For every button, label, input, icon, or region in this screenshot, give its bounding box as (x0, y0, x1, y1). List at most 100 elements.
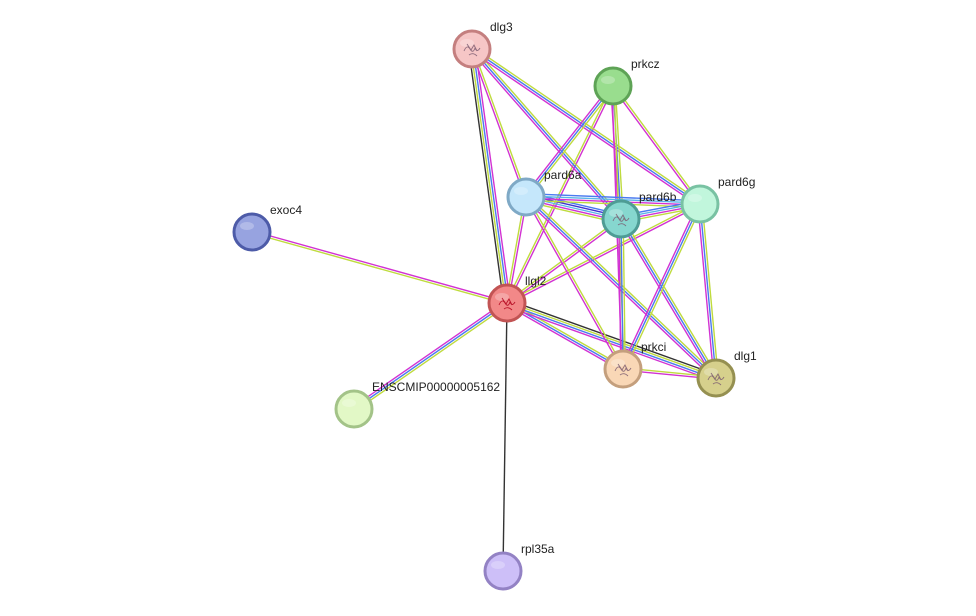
node-prkcz[interactable]: prkcz (593, 57, 660, 106)
protein-structure-icon (707, 372, 725, 386)
edge-evidence-line (472, 48, 509, 303)
node-circle[interactable] (506, 177, 546, 217)
edge-evidence-line (502, 302, 508, 572)
edge-evidence-line (613, 84, 702, 204)
edge-evidence-line (620, 202, 699, 369)
edge-evidence-line (620, 218, 624, 370)
edge-pard6b-dlg1[interactable] (618, 217, 719, 380)
node-highlight (601, 76, 615, 84)
node-highlight (609, 209, 623, 217)
edge-evidence-line (618, 219, 622, 370)
edge-evidence-line (507, 299, 718, 376)
edge-evidence-line (524, 197, 623, 370)
edge-evidence-line (251, 232, 507, 305)
node-pard6g[interactable]: pard6g (680, 175, 755, 224)
edge-evidence-line (469, 49, 620, 221)
node-label: prkcz (631, 57, 660, 71)
node-highlight (495, 293, 509, 301)
edge-evidence-line (470, 49, 526, 198)
edge-prkcz-pard6g[interactable] (611, 84, 702, 206)
edge-evidence-line (505, 304, 623, 372)
node-exoc4[interactable]: exoc4 (232, 203, 302, 252)
protein-structure-icon (463, 43, 481, 57)
node-highlight (611, 359, 625, 367)
edge-evidence-line (622, 217, 719, 378)
node-label: pard6a (544, 168, 582, 182)
edge-evidence-line (353, 302, 508, 410)
node-llgl2[interactable]: llgl2 (487, 274, 547, 323)
edge-evidence-line (527, 86, 616, 199)
node-pard6b[interactable]: pard6b (601, 190, 677, 239)
edge-evidence-line (472, 46, 702, 203)
node-label: dlg3 (490, 20, 513, 34)
edge-dlg3-pard6a[interactable] (470, 48, 528, 198)
edge-evidence-line (506, 202, 700, 303)
node-highlight (491, 561, 505, 569)
node-dlg3[interactable]: dlg3 (452, 20, 513, 69)
edge-evidence-line (352, 300, 507, 408)
edge-dlg3-pard6b[interactable] (469, 47, 624, 221)
edge-evidence-line (473, 47, 624, 219)
edge-evidence-line (472, 48, 528, 197)
edge-pard6b-prkci[interactable] (618, 218, 626, 370)
edge-evidence-line (474, 48, 511, 303)
edge-llgl2-rpl35a[interactable] (502, 302, 508, 572)
edge-evidence-line (526, 196, 625, 369)
edge-llgl2-exoc4[interactable] (251, 230, 508, 305)
edge-evidence-line (614, 85, 624, 219)
node-circle[interactable] (593, 66, 633, 106)
edge-evidence-line (525, 196, 717, 379)
node-highlight (688, 194, 702, 202)
node-highlight (460, 39, 474, 47)
edge-evidence-line (505, 85, 613, 303)
edge-llgl2-ENSCMIP00000005162[interactable] (352, 300, 509, 412)
protein-structure-icon (612, 213, 630, 227)
node-highlight (704, 368, 718, 376)
node-prkci[interactable]: prkci (603, 340, 666, 389)
edge-evidence-line (622, 218, 626, 369)
node-rpl35a[interactable]: rpl35a (483, 542, 555, 591)
node-dlg1[interactable]: dlg1 (696, 349, 757, 398)
edge-evidence-line (252, 230, 508, 303)
edge-evidence-line (506, 303, 716, 380)
edge-evidence-line (507, 301, 717, 378)
node-circle[interactable] (232, 212, 272, 252)
edge-pard6a-prkci[interactable] (524, 196, 625, 370)
node-label: llgl2 (525, 274, 547, 288)
node-highlight (240, 222, 254, 230)
edge-evidence-line (624, 204, 703, 371)
edges-layer (251, 46, 719, 572)
protein-structure-icon (614, 363, 632, 377)
edge-evidence-line (526, 195, 701, 204)
edge-evidence-line (622, 203, 701, 370)
edge-evidence-line (701, 203, 719, 378)
node-label: prkci (641, 340, 666, 354)
node-circle[interactable] (680, 184, 720, 224)
edge-evidence-line (618, 219, 715, 380)
edge-prkcz-pard6a[interactable] (523, 84, 616, 199)
node-circle[interactable] (483, 551, 523, 591)
edge-evidence-line (620, 218, 717, 379)
node-label: ENSCMIP00000005162 (372, 380, 500, 394)
edge-evidence-line (526, 193, 701, 202)
node-label: pard6b (639, 190, 677, 204)
edge-dlg3-pard6g[interactable] (470, 46, 702, 207)
edge-pard6g-dlg1[interactable] (697, 203, 719, 379)
node-circle[interactable] (334, 389, 374, 429)
edge-evidence-line (354, 304, 509, 412)
node-highlight (514, 187, 528, 195)
edge-evidence-line (470, 49, 507, 304)
edge-pard6g-prkci[interactable] (620, 202, 703, 371)
edge-llgl2-pard6g[interactable] (506, 202, 701, 305)
node-highlight (342, 399, 356, 407)
nodes-layer: dlg3 prkcz pard6a pard6b pard6g exoc4 llgl2 prk… (232, 20, 757, 591)
edge-evidence-line (525, 85, 614, 198)
edge-evidence-line (611, 86, 700, 206)
node-ENSCMIP00000005162[interactable]: ENSCMIP00000005162 (334, 380, 500, 429)
edge-llgl2-dlg3[interactable] (468, 48, 511, 304)
node-label: pard6g (718, 175, 755, 189)
node-pard6a[interactable]: pard6a (506, 168, 582, 217)
node-label: dlg1 (734, 349, 757, 363)
edge-evidence-line (468, 49, 505, 304)
